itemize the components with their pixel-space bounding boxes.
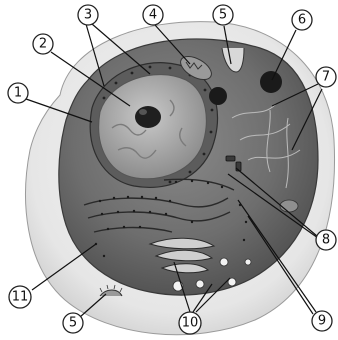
- svg-text:10: 10: [182, 316, 199, 331]
- label-marker-9: 9: [312, 311, 332, 331]
- svg-text:1: 1: [14, 86, 22, 101]
- label-marker-11: 11: [9, 286, 31, 308]
- svg-text:6: 6: [298, 13, 306, 28]
- label-marker-6: 6: [292, 10, 312, 30]
- label-marker-5-bottom: 5: [63, 313, 83, 333]
- label-marker-2: 2: [33, 34, 53, 54]
- label-marker-3: 3: [78, 5, 98, 25]
- label-marker-4: 4: [143, 5, 163, 25]
- svg-text:4: 4: [149, 8, 157, 23]
- lysosome-2: [260, 71, 282, 93]
- label-marker-5-top: 5: [213, 5, 233, 25]
- nucleolus-highlight: [139, 109, 147, 115]
- label-marker-10: 10: [179, 312, 201, 334]
- label-marker-7: 7: [316, 67, 336, 87]
- svg-text:11: 11: [12, 290, 29, 305]
- label-marker-8: 8: [316, 230, 336, 250]
- label-marker-1: 1: [8, 83, 28, 103]
- svg-text:3: 3: [84, 8, 92, 23]
- svg-text:9: 9: [318, 314, 326, 329]
- nucleolus: [135, 106, 161, 128]
- svg-text:5: 5: [69, 316, 77, 331]
- svg-text:2: 2: [39, 37, 47, 52]
- svg-text:8: 8: [322, 233, 330, 248]
- svg-text:5: 5: [219, 8, 227, 23]
- svg-text:7: 7: [322, 70, 330, 85]
- lysosome-1: [209, 87, 227, 105]
- small-vesicle: [280, 200, 298, 212]
